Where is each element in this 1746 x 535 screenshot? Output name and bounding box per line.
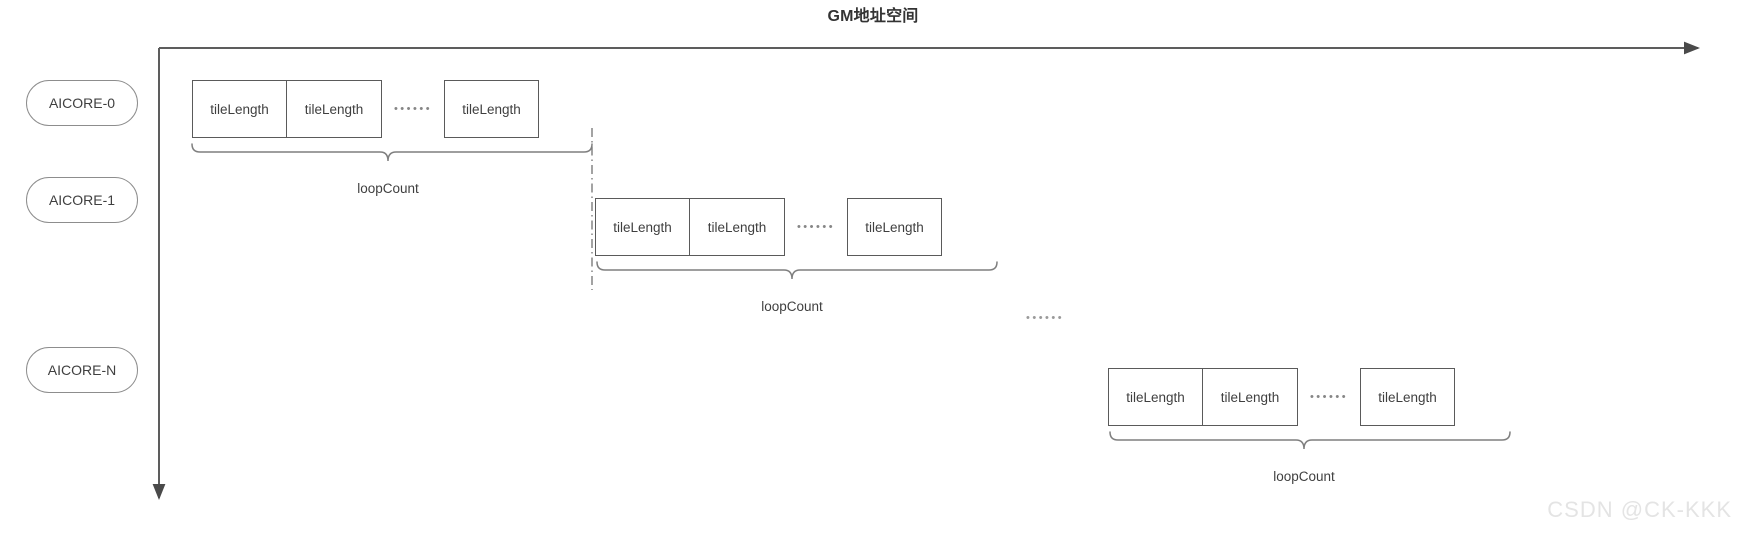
brace-label-loopcount-row-1: loopCount bbox=[761, 299, 823, 314]
rows-continuation-ellipsis: •••••• bbox=[1026, 312, 1065, 324]
tile-row-aicore-0: tileLength tileLength •••••• tileLength bbox=[192, 80, 539, 138]
tile-box[interactable]: tileLength bbox=[444, 80, 539, 138]
brace-row-2 bbox=[1109, 431, 1511, 450]
ellipsis-text: •••••• bbox=[796, 220, 836, 233]
tile-box-label: tileLength bbox=[707, 219, 767, 235]
tile-row-ellipsis: •••••• bbox=[382, 80, 444, 138]
core-label-aicore-0[interactable]: AICORE-0 bbox=[26, 80, 138, 126]
tile-box[interactable]: tileLength bbox=[1360, 368, 1455, 426]
tile-box-label: tileLength bbox=[1378, 389, 1437, 405]
tile-row-ellipsis: •••••• bbox=[785, 198, 847, 256]
tile-box[interactable]: tileLength bbox=[595, 198, 690, 256]
ellipsis-text: •••••• bbox=[393, 102, 433, 115]
tile-row-aicore-1: tileLength tileLength •••••• tileLength bbox=[595, 198, 942, 256]
core-label-aicore-1[interactable]: AICORE-1 bbox=[26, 177, 138, 223]
page-title: GM地址空间 bbox=[827, 8, 919, 25]
tile-row-ellipsis: •••••• bbox=[1298, 368, 1360, 426]
watermark: CSDN @CK-KKK bbox=[1547, 497, 1732, 522]
tile-box-label: tileLength bbox=[865, 219, 924, 235]
core-label-aicore-n[interactable]: AICORE-N bbox=[26, 347, 138, 393]
tile-box[interactable]: tileLength bbox=[1203, 368, 1298, 426]
tile-box-label: tileLength bbox=[1220, 389, 1280, 405]
tile-box-label: tileLength bbox=[304, 101, 364, 117]
tile-box[interactable]: tileLength bbox=[1108, 368, 1203, 426]
ellipsis-text: •••••• bbox=[1309, 390, 1349, 403]
tile-box[interactable]: tileLength bbox=[847, 198, 942, 256]
tile-row-aicore-n: tileLength tileLength •••••• tileLength bbox=[1108, 368, 1455, 426]
tile-box-label: tileLength bbox=[613, 219, 672, 235]
tile-box[interactable]: tileLength bbox=[192, 80, 287, 138]
core-label-text: AICORE-1 bbox=[48, 192, 116, 208]
tile-box[interactable]: tileLength bbox=[690, 198, 785, 256]
brace-label-loopcount-row-0: loopCount bbox=[357, 181, 419, 196]
brace-row-1 bbox=[596, 261, 998, 280]
tile-box[interactable]: tileLength bbox=[287, 80, 382, 138]
brace-label-loopcount-row-2: loopCount bbox=[1273, 469, 1335, 484]
brace-row-0 bbox=[191, 143, 593, 162]
core-label-text: AICORE-0 bbox=[48, 95, 116, 111]
tile-box-label: tileLength bbox=[462, 101, 521, 117]
core-label-text: AICORE-N bbox=[47, 362, 117, 378]
tile-box-label: tileLength bbox=[210, 101, 269, 117]
tile-box-label: tileLength bbox=[1126, 389, 1185, 405]
